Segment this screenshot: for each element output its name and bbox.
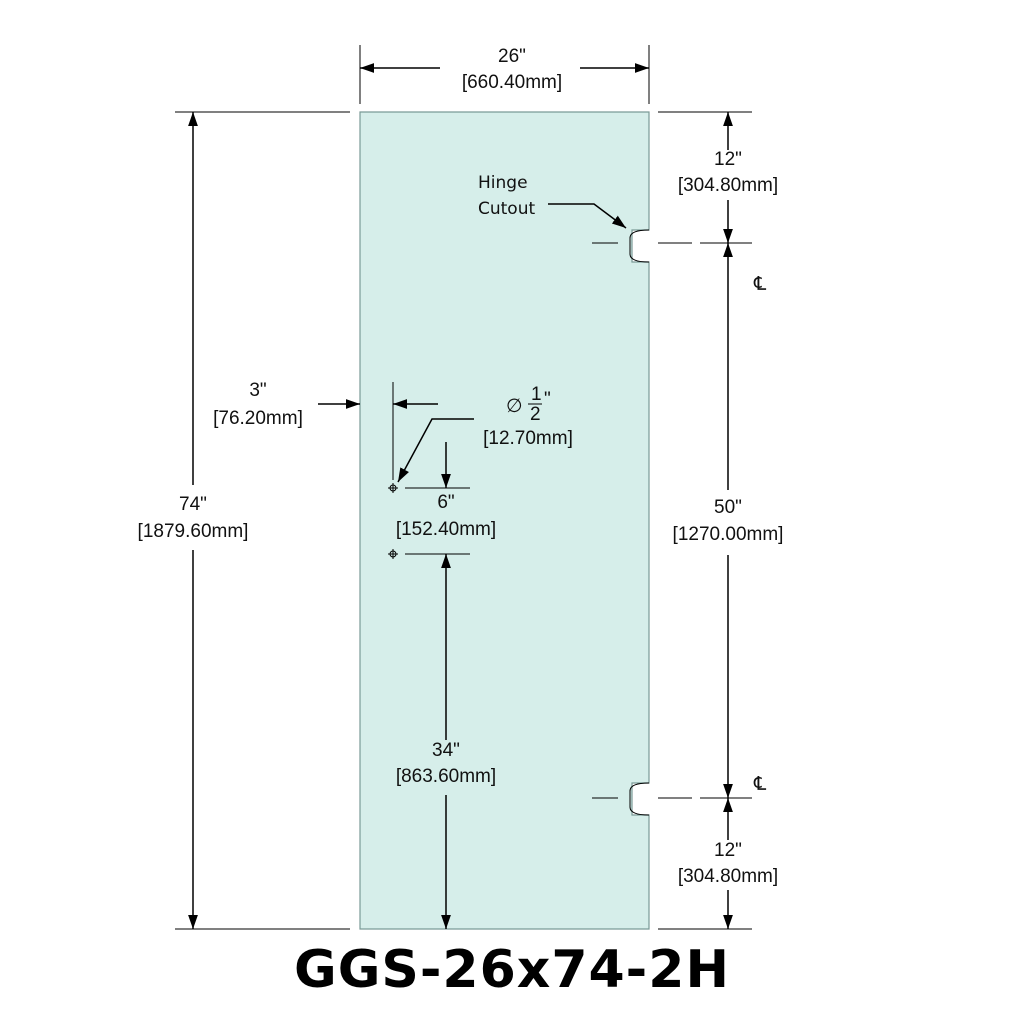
hinge-spacing-in: 50" bbox=[714, 497, 742, 518]
hole-offset-mm: [76.20mm] bbox=[213, 408, 303, 429]
diameter-leader bbox=[397, 418, 474, 483]
hinge-label-line2: Cutout bbox=[478, 199, 535, 219]
diameter-symbol: ∅ bbox=[506, 396, 523, 417]
hinge-label-line1: Hinge bbox=[478, 173, 528, 193]
width-mm: [660.40mm] bbox=[462, 72, 562, 93]
bottom-hinge-in: 12" bbox=[714, 840, 742, 861]
height-in: 74" bbox=[179, 494, 207, 515]
bottom-hinge-mm: [304.80mm] bbox=[678, 866, 778, 887]
hinge-leader bbox=[548, 203, 627, 229]
diameter-mm: [12.70mm] bbox=[483, 428, 573, 449]
centerline-symbol-top: ℄ bbox=[753, 274, 767, 295]
hole-spacing-in: 6" bbox=[437, 492, 454, 513]
top-hinge-in: 12" bbox=[714, 149, 742, 170]
diameter-numerator: 1 bbox=[531, 384, 542, 405]
hinge-cutout-bottom bbox=[629, 782, 650, 816]
diameter-unit: " bbox=[544, 389, 551, 410]
hole-offset-in: 3" bbox=[249, 380, 266, 401]
diameter-denominator: 2 bbox=[530, 404, 541, 425]
width-in: 26" bbox=[498, 46, 526, 67]
hinge-spacing-mm: [1270.00mm] bbox=[673, 524, 784, 545]
height-mm: [1879.60mm] bbox=[138, 521, 249, 542]
product-code-title: GGS-26x74-2H bbox=[294, 940, 730, 1000]
hole-lower bbox=[388, 549, 398, 559]
hole-upper bbox=[388, 483, 398, 493]
hole-spacing-mm: [152.40mm] bbox=[396, 519, 496, 540]
centerline-symbol-bottom: ℄ bbox=[753, 774, 767, 795]
hinge-cutout-top bbox=[629, 229, 650, 263]
hole-height-mm: [863.60mm] bbox=[396, 766, 496, 787]
hole-height-in: 34" bbox=[432, 740, 460, 761]
top-hinge-mm: [304.80mm] bbox=[678, 175, 778, 196]
